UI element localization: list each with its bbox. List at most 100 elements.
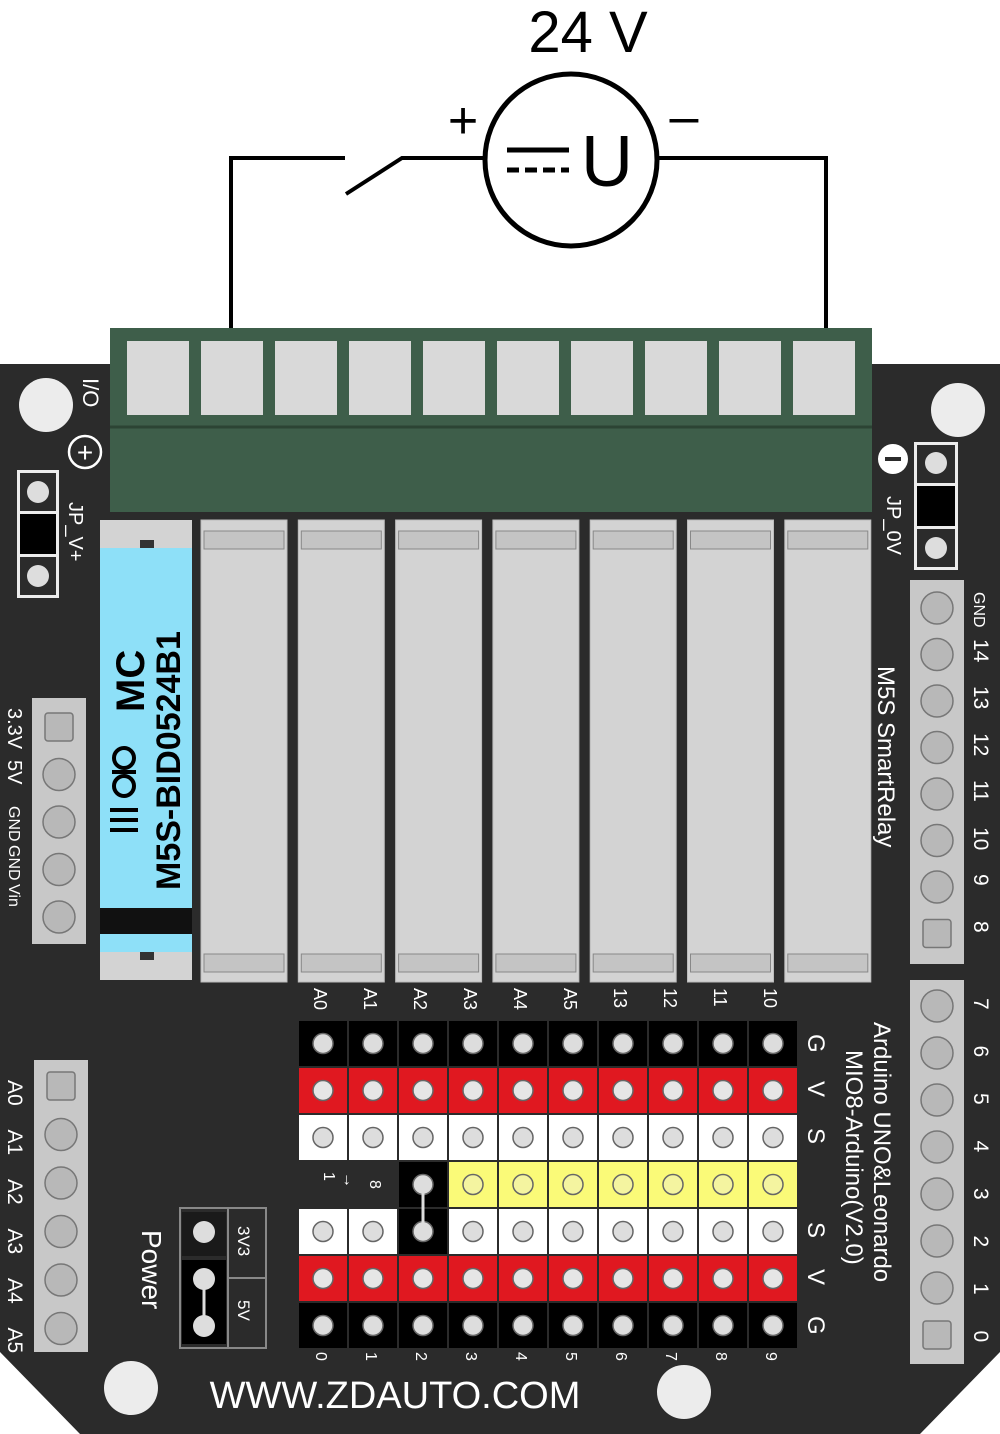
io-pin[interactable] [762,1126,784,1149]
io-pin[interactable] [312,1220,334,1243]
terminal-screw-9[interactable] [719,341,781,415]
terminal-screw-8[interactable] [645,341,707,415]
io-pin[interactable] [612,1079,634,1102]
io-pin[interactable] [612,1032,634,1055]
digital-upper-pin-2[interactable] [920,684,954,718]
io-pin[interactable] [712,1267,734,1290]
digital-upper-pin-0[interactable] [920,591,954,625]
io-pin[interactable] [662,1032,684,1055]
digital-upper-pin-6[interactable] [920,870,954,904]
io-pin[interactable] [312,1267,334,1290]
io-pin[interactable] [762,1267,784,1290]
terminal-screw-2[interactable] [201,341,263,415]
digital-lower-pin-4[interactable] [920,1177,954,1211]
io-pin[interactable] [762,1079,784,1102]
power-jumper[interactable]: 3V3 5V Power [136,1207,267,1349]
digital-lower-pin-6[interactable] [920,1271,954,1305]
io-pin[interactable] [762,1173,784,1196]
terminal-screw-6[interactable] [497,341,559,415]
analog-header-pin-1[interactable] [44,1117,78,1152]
digital-upper-pin-1[interactable] [920,637,954,672]
io-pin[interactable] [712,1032,734,1055]
io-pin[interactable] [562,1220,584,1243]
digital-lower-pin-3[interactable] [920,1130,954,1164]
terminal-screw-7[interactable] [571,341,633,415]
io-pin[interactable] [612,1126,634,1149]
io-pin[interactable] [712,1314,734,1337]
io-pin[interactable] [362,1267,384,1290]
io-pin[interactable] [662,1173,684,1196]
analog-header-pin-2[interactable] [44,1166,78,1200]
io-pin[interactable] [762,1314,784,1337]
io-pin[interactable] [362,1079,384,1102]
digital-lower-pin-5[interactable] [920,1224,954,1258]
io-pin[interactable] [462,1079,484,1102]
io-pin[interactable] [312,1032,334,1055]
io-pin[interactable] [312,1126,334,1149]
terminal-screw-4[interactable] [349,341,411,415]
io-pin[interactable] [662,1126,684,1149]
io-pin[interactable] [412,1267,434,1290]
io-pin[interactable] [462,1032,484,1055]
io-pin[interactable] [562,1079,584,1102]
io-pin[interactable] [662,1079,684,1102]
io-pin[interactable] [712,1173,734,1196]
power-header-pin-4[interactable] [42,900,76,934]
io-pin[interactable] [412,1079,434,1102]
io-pin[interactable] [412,1314,434,1337]
analog-header-pin-5[interactable] [44,1311,78,1346]
power-header-pin-2[interactable] [42,805,76,839]
power-header-pin-0[interactable] [44,712,74,742]
terminal-screw-10[interactable] [793,341,855,415]
io-pin[interactable] [362,1032,384,1055]
io-pin[interactable] [312,1079,334,1102]
digital-upper-pin-4[interactable] [920,777,954,811]
io-pin[interactable] [512,1126,534,1149]
io-pin[interactable] [512,1314,534,1337]
io-pin[interactable] [462,1267,484,1290]
analog-header-pin-0[interactable] [46,1071,76,1101]
io-pin[interactable] [612,1314,634,1337]
power-header-pin-1[interactable] [42,757,76,792]
terminal-screw-3[interactable] [275,341,337,415]
power-header-pin-3[interactable] [42,852,76,887]
io-pin[interactable] [362,1220,384,1243]
io-pin[interactable] [312,1314,334,1337]
analog-header-pin-3[interactable] [44,1214,78,1249]
digital-lower-pin-1[interactable] [920,1036,954,1070]
digital-upper-pin-3[interactable] [920,730,954,765]
io-pin[interactable] [562,1126,584,1149]
io-pin[interactable] [562,1267,584,1290]
io-pin[interactable] [662,1220,684,1243]
io-pin[interactable] [762,1032,784,1055]
io-pin[interactable] [662,1267,684,1290]
analog-header-pin-4[interactable] [44,1263,78,1297]
io-pin[interactable] [612,1267,634,1290]
io-pin[interactable] [362,1314,384,1337]
io-pin[interactable] [512,1220,534,1243]
io-pin[interactable] [462,1126,484,1149]
io-pin[interactable] [762,1220,784,1243]
digital-upper-pin-7[interactable] [922,918,952,949]
digital-lower-pin-7[interactable] [922,1320,952,1350]
io-pin[interactable] [562,1032,584,1055]
terminal-screw-1[interactable] [127,341,189,415]
io-pin[interactable] [412,1032,434,1055]
terminal-screw-5[interactable] [423,341,485,415]
io-pin[interactable] [462,1173,484,1196]
io-pin[interactable] [512,1079,534,1102]
io-pin[interactable] [562,1314,584,1337]
io-pin[interactable] [362,1126,384,1149]
digital-upper-pin-5[interactable] [920,823,954,858]
io-pin[interactable] [412,1126,434,1149]
io-pin[interactable] [512,1173,534,1196]
io-pin[interactable] [712,1220,734,1243]
io-pin[interactable] [612,1173,634,1196]
io-pin[interactable] [462,1314,484,1337]
io-pin[interactable] [712,1126,734,1149]
digital-lower-pin-2[interactable] [920,1083,954,1117]
